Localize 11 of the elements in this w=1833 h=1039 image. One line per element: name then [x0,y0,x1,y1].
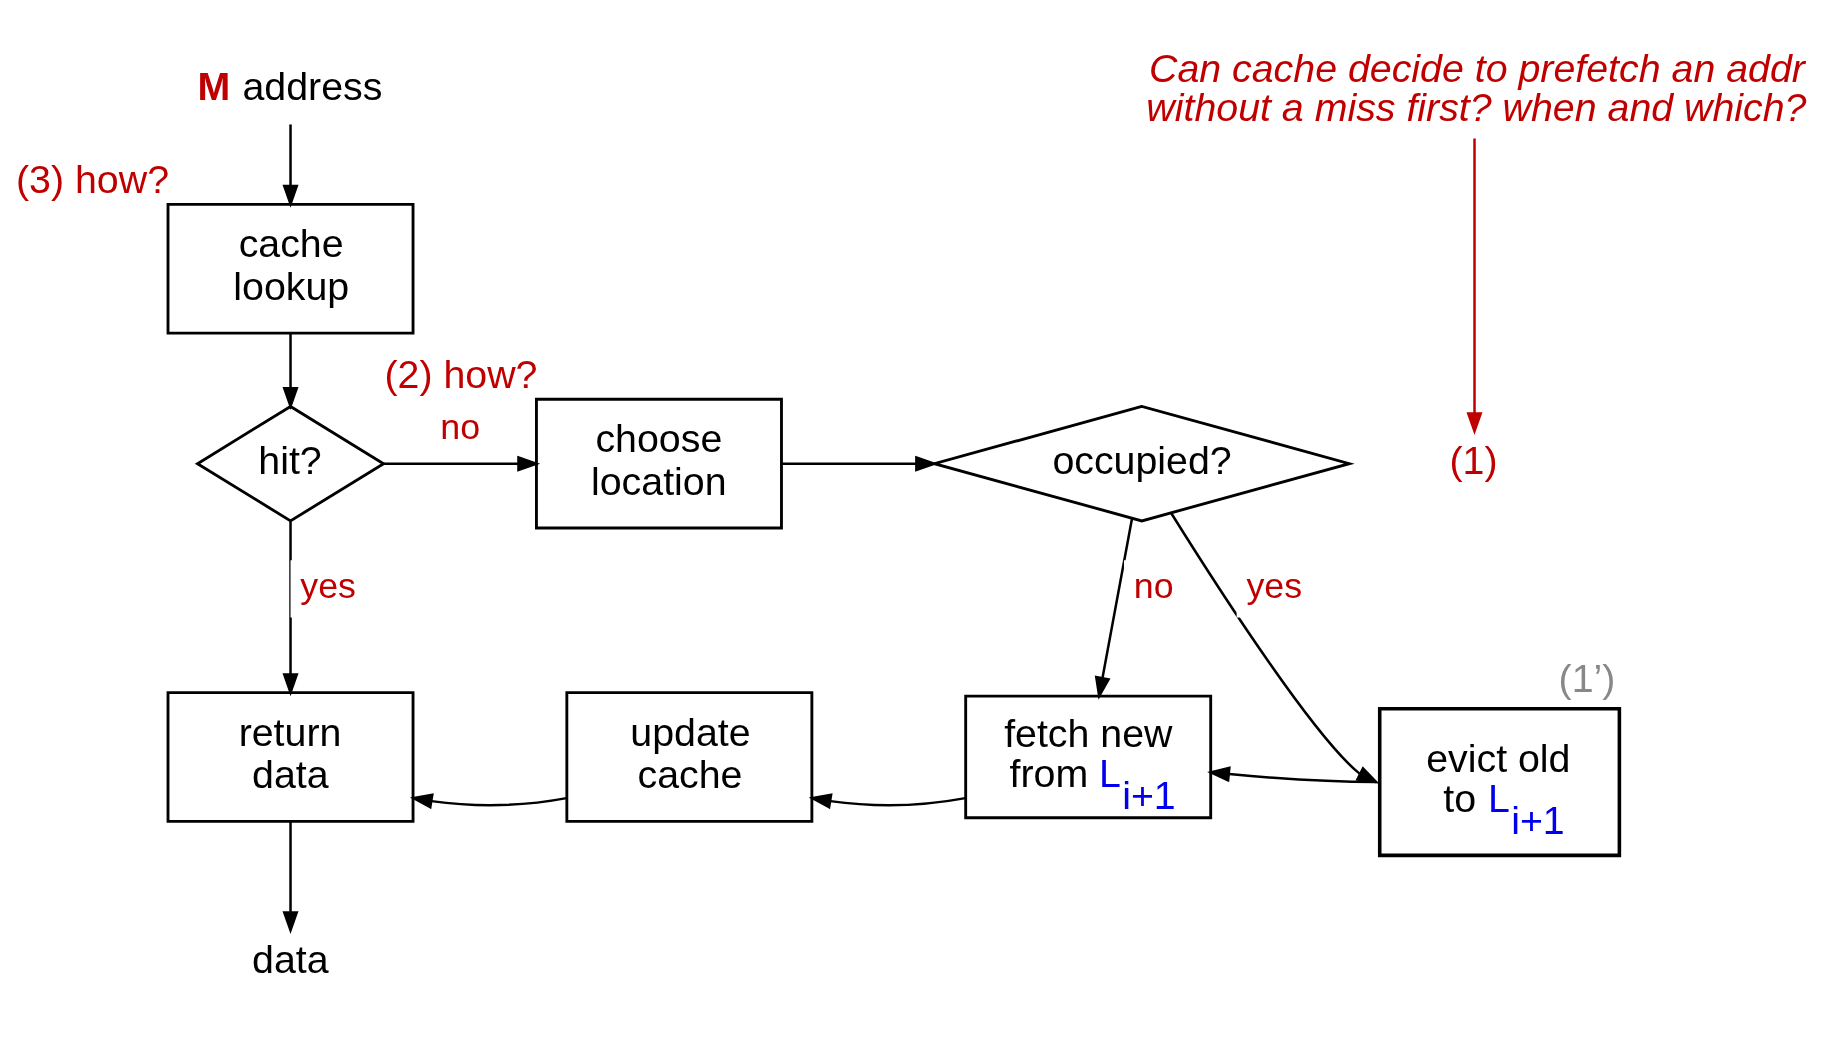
edge-label: no [1133,565,1174,606]
node-label: (2) how? [384,351,538,396]
edge-label: yes [1246,565,1303,606]
edge-label: yes [300,565,356,606]
node-label: (1’) [1558,655,1616,700]
node-text: M address [197,63,383,108]
node-text: (1) [1449,437,1498,482]
node-text: Can cache decide to prefetch an addr without a miss first? when and which? [1146,45,1807,129]
edge-label: no [440,406,481,447]
node-label: (3) how? [15,156,170,201]
node-text: data [252,936,329,981]
